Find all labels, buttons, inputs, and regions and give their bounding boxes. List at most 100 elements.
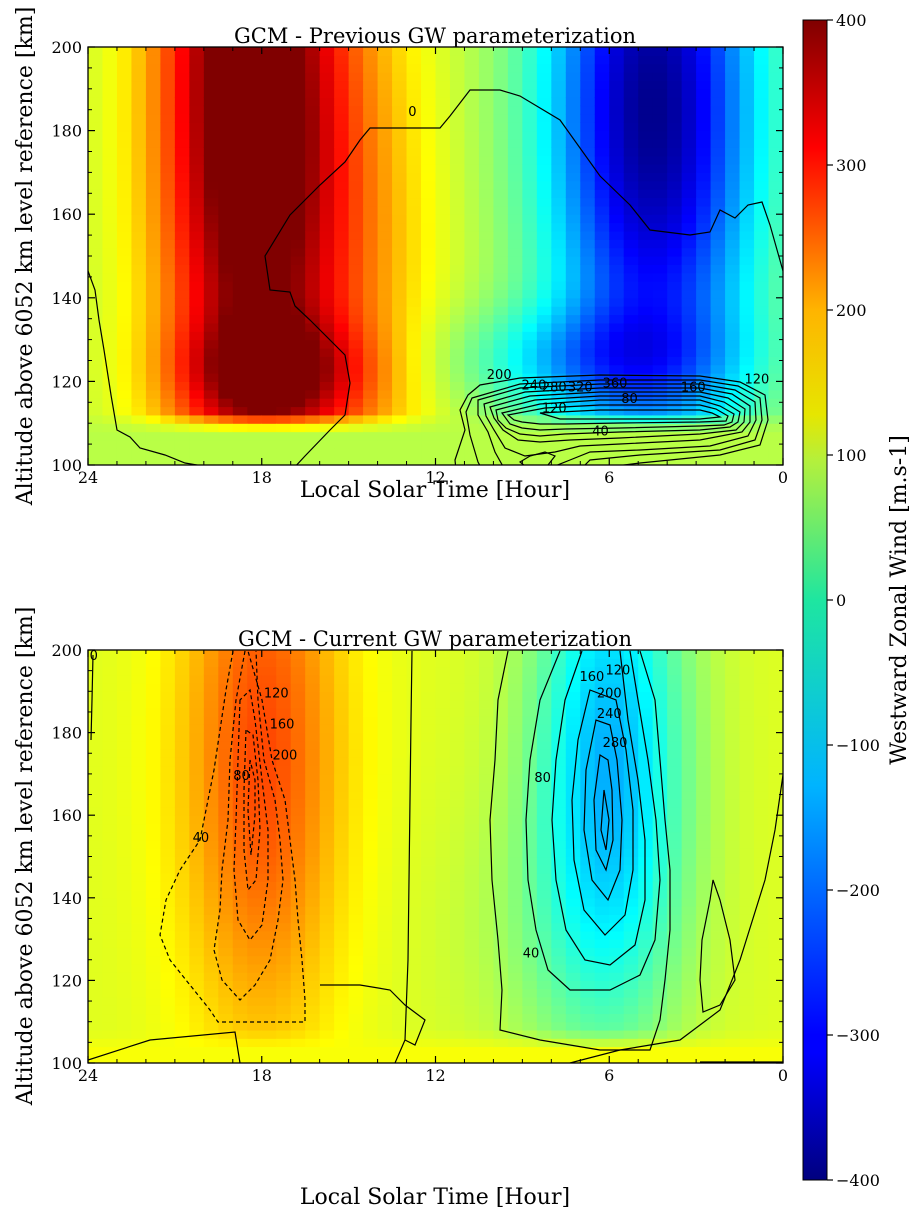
heatmap-cell	[609, 839, 625, 849]
heatmap-cell	[305, 691, 321, 701]
heatmap-cell	[363, 97, 379, 107]
heatmap-cell	[305, 757, 321, 767]
heatmap-cell	[681, 272, 697, 282]
heatmap-cell	[493, 339, 509, 349]
heatmap-cell	[696, 389, 712, 399]
heatmap-cell	[768, 963, 783, 973]
heatmap-cell	[696, 138, 712, 148]
heatmap-cell	[131, 658, 147, 668]
heatmap-cell	[754, 1005, 770, 1015]
heatmap-cell	[638, 214, 654, 224]
heatmap-cell	[667, 947, 683, 957]
heatmap-cell	[609, 889, 625, 899]
heatmap-cell	[406, 914, 422, 924]
heatmap-cell	[160, 765, 176, 775]
heatmap-cell	[507, 798, 523, 808]
heatmap-cell	[305, 658, 321, 668]
heatmap-cell	[478, 439, 495, 449]
heatmap-cell	[739, 122, 755, 132]
heatmap-cell	[449, 164, 466, 173]
heatmap-cell	[363, 456, 379, 465]
heatmap-cell	[305, 980, 321, 990]
heatmap-cell	[421, 155, 437, 165]
heatmap-cell	[464, 414, 480, 424]
heatmap-cell	[435, 381, 451, 391]
heatmap-cell	[623, 707, 639, 717]
heatmap-cell	[768, 683, 783, 692]
heatmap-cell	[261, 988, 277, 998]
heatmap-cell	[392, 683, 408, 692]
heatmap-cell	[681, 980, 697, 990]
heatmap-cell	[276, 724, 292, 734]
heatmap-cell	[493, 431, 509, 441]
heatmap-cell	[131, 356, 147, 366]
heatmap-cell	[102, 97, 118, 107]
heatmap-cell	[334, 815, 350, 825]
heatmap-cell	[174, 247, 190, 257]
heatmap-cell	[768, 707, 783, 717]
heatmap-cell	[334, 1021, 350, 1031]
heatmap-cell	[667, 806, 683, 816]
heatmap-cell	[261, 1029, 277, 1039]
heatmap-cell	[261, 839, 277, 849]
heatmap-cell	[145, 955, 161, 965]
heatmap-cell	[319, 373, 335, 382]
heatmap-cell	[667, 724, 683, 734]
heatmap-cell	[160, 439, 176, 449]
heatmap-cell	[435, 765, 451, 775]
heatmap-cell	[203, 716, 219, 725]
heatmap-cell	[725, 906, 741, 915]
heatmap-cell	[160, 881, 176, 891]
heatmap-cell	[435, 322, 451, 332]
heatmap-cell	[652, 1021, 668, 1031]
heatmap-cell	[768, 790, 783, 800]
heatmap-cell	[609, 306, 625, 316]
heatmap-cell	[754, 699, 770, 709]
heatmap-cell	[435, 147, 451, 157]
heatmap-cell	[276, 930, 292, 940]
heatmap-cell	[725, 658, 741, 668]
heatmap-cell	[768, 256, 783, 265]
heatmap-cell	[131, 398, 147, 408]
heatmap-cell	[638, 297, 654, 307]
heatmap-cell	[623, 439, 639, 449]
heatmap-cell	[232, 155, 248, 165]
heatmap-cell	[174, 339, 190, 349]
heatmap-cell	[421, 289, 437, 299]
heatmap-cell	[348, 674, 364, 684]
heatmap-cell	[551, 699, 567, 709]
heatmap-cell	[247, 914, 263, 924]
heatmap-cell	[667, 897, 683, 907]
heatmap-cell	[421, 848, 437, 858]
heatmap-cell	[464, 1005, 480, 1015]
heatmap-cell	[754, 873, 770, 882]
heatmap-cell	[131, 381, 147, 391]
heatmap-cell	[319, 381, 335, 391]
heatmap-cell	[290, 406, 306, 416]
heatmap-cell	[710, 398, 726, 408]
heatmap-cell	[319, 189, 335, 199]
heatmap-cell	[493, 63, 509, 73]
heatmap-cell	[334, 97, 350, 107]
heatmap-cell	[421, 439, 437, 449]
heatmap-cell	[203, 222, 219, 232]
heatmap-cell	[507, 423, 523, 433]
heatmap-cell	[290, 773, 306, 783]
heatmap-cell	[174, 922, 190, 932]
heatmap-cell	[102, 239, 118, 249]
heatmap-cell	[247, 197, 263, 207]
heatmap-cell	[189, 423, 205, 433]
heatmap-cell	[290, 716, 306, 725]
heatmap-cell	[623, 650, 639, 659]
heatmap-cell	[681, 314, 697, 324]
heatmap-cell	[580, 456, 596, 465]
heatmap-cell	[145, 398, 161, 408]
heatmap-cell	[218, 381, 234, 391]
heatmap-cell	[710, 790, 726, 800]
heatmap-cell	[319, 757, 335, 767]
heatmap-cell	[551, 322, 567, 332]
heatmap-cell	[739, 197, 755, 207]
heatmap-cell	[421, 130, 437, 140]
heatmap-cell	[421, 939, 437, 948]
heatmap-cell	[435, 947, 451, 957]
